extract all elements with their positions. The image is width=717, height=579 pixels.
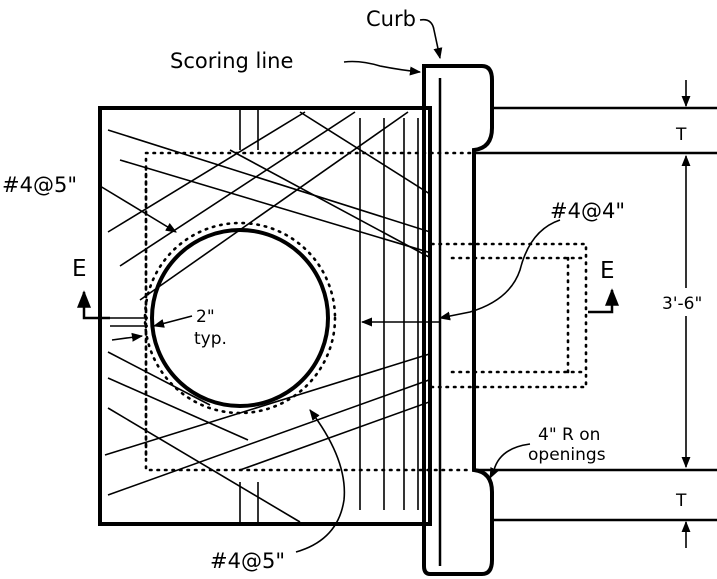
dim-middle-label: 3'-6" — [662, 294, 702, 314]
slab-outline — [98, 106, 432, 526]
section-right-label: E — [600, 258, 615, 284]
clear-cover-label-line1: 2" — [196, 307, 215, 327]
rebar-right-leader — [438, 219, 561, 321]
clear-cover-arrows — [110, 317, 148, 342]
dim-top-label: T — [675, 125, 687, 145]
radius-label-line1: 4" R on — [538, 425, 600, 445]
diagonal-rebar-group — [104, 111, 430, 523]
rebar-bottom-leader — [295, 409, 346, 553]
scoring-line-leader — [343, 60, 422, 76]
dim-bottom-label: T — [675, 491, 687, 511]
opening-extension-lines — [474, 106, 717, 522]
rebar-bottom-label: #4@5" — [210, 549, 285, 573]
rebar-top-leader — [99, 185, 177, 233]
radius-label-line2: openings — [528, 445, 606, 465]
radius-leader — [489, 443, 531, 480]
section-cut-left — [77, 290, 110, 320]
circular-opening — [150, 228, 330, 408]
curb-label: Curb — [366, 7, 416, 31]
clear-cover-label-line2: typ. — [194, 329, 227, 349]
edge-bars — [239, 108, 259, 524]
vertical-rebar-group — [359, 118, 419, 510]
scoring-line-label: Scoring line — [170, 49, 293, 73]
section-cut-right — [588, 288, 619, 314]
curb — [422, 64, 494, 576]
rebar-right-label: #4@4" — [550, 199, 625, 223]
curb-leader — [419, 18, 443, 60]
section-left-label: E — [72, 256, 87, 282]
rebar-top-label: #4@5" — [2, 173, 77, 197]
